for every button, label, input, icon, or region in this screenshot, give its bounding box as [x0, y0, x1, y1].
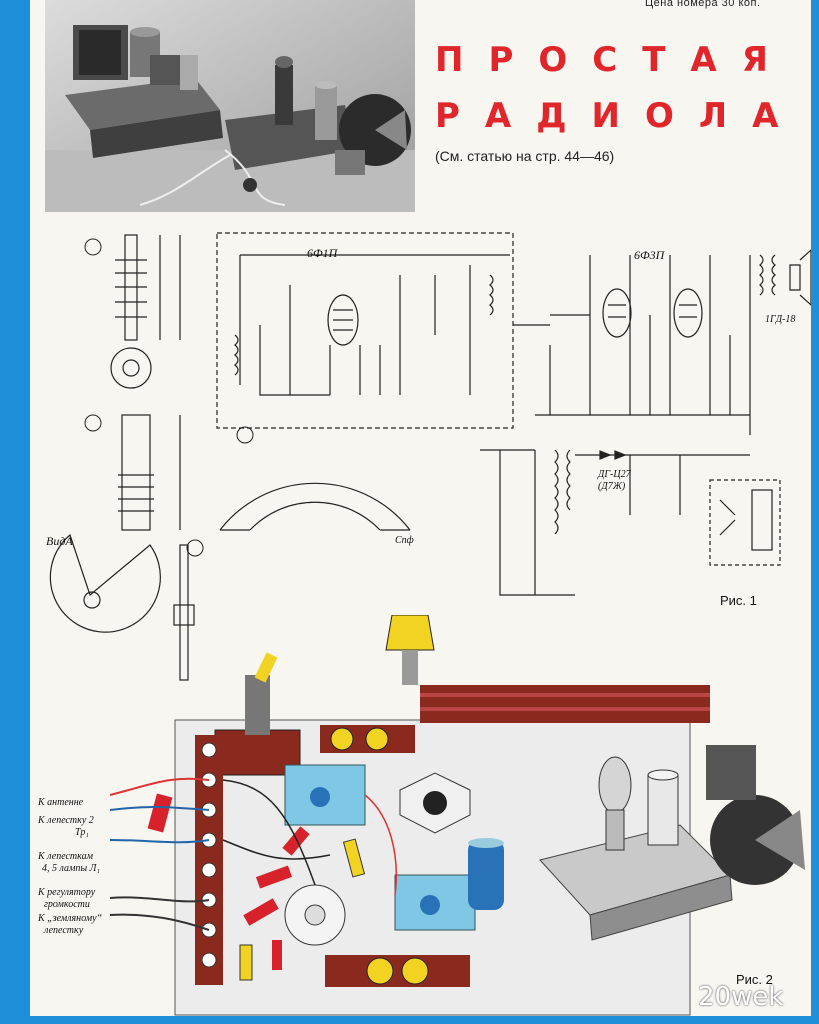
figure-1-caption: Рис. 1 — [720, 593, 757, 608]
label-petal-tr: Тр₁ — [75, 827, 89, 838]
label-petal: К лепестку 2 — [38, 815, 94, 826]
tube2-label: 6Ф3П — [634, 248, 666, 262]
label-volume-2: громкости — [44, 899, 90, 910]
title-line-2: РАДИОЛА — [435, 96, 804, 136]
label-volume: К регулятору — [38, 887, 96, 898]
view-label: ВидА — [46, 534, 73, 548]
label-ground: К „земляному“ — [38, 913, 103, 924]
title-line-1: ПРОСТАЯ — [435, 40, 793, 80]
label-petals: К лепесткам — [38, 851, 93, 862]
label-petals-2: 4, 5 лампы Л₁ — [42, 863, 100, 874]
watermark: 20wek — [698, 982, 784, 1012]
article-reference: (См. статью на стр. 44—46) — [435, 148, 615, 164]
price-label: Цена номера 30 коп. — [645, 0, 761, 9]
diode-label-2: (Д7Ж) — [598, 481, 626, 492]
figure-2-caption: Рис. 2 — [736, 972, 773, 987]
scale-unit-label: Спф — [395, 535, 414, 546]
chassis-photo — [45, 0, 415, 212]
label-antenna: К антенне — [38, 797, 84, 808]
schematic-drawing: 6Ф1П 6Ф3П 1ГД-18 ВидА Спф ДГ-Ц27 (Д7Ж) — [30, 215, 811, 695]
tube1-label: 6Ф1П — [307, 246, 339, 260]
speaker-label: 1ГД-18 — [765, 314, 795, 325]
label-ground-2: лепестку — [44, 925, 84, 936]
diode-label: ДГ-Ц27 — [597, 469, 632, 480]
assembly-drawing: К антенне К лепестку 2 Тр₁ К лепесткам 4… — [30, 614, 811, 1016]
magazine-page: Цена номера 30 коп. — [30, 0, 811, 1016]
